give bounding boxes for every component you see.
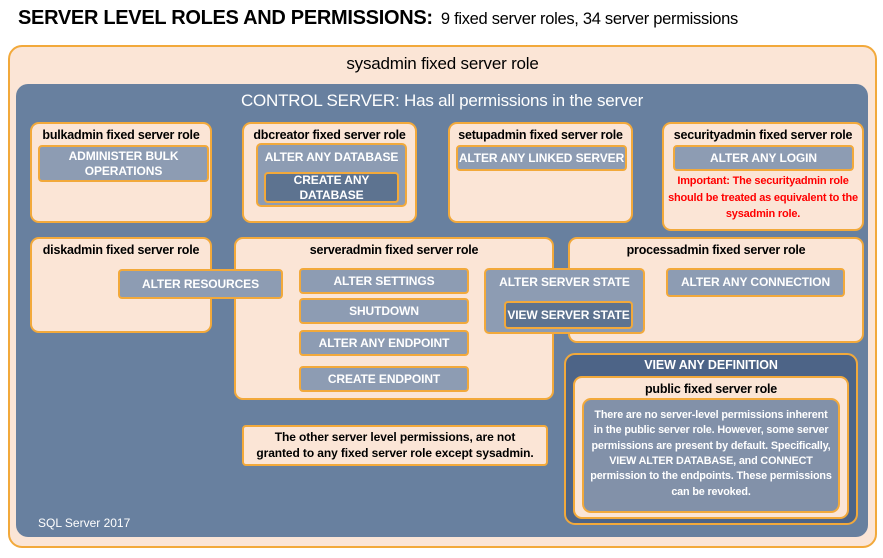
permission-shutdown: SHUTDOWN	[299, 298, 469, 324]
public-role-title: public fixed server role	[644, 382, 778, 396]
setupadmin-role-box: setupadmin fixed server role ALTER ANY L…	[448, 122, 633, 223]
securityadmin-role-title: securityadmin fixed server role	[673, 128, 853, 142]
dbcreator-role-box: dbcreator fixed server role ALTER ANY DA…	[242, 122, 417, 223]
serveradmin-role-title: serveradmin fixed server role	[309, 243, 479, 257]
page-title: SERVER LEVEL ROLES AND PERMISSIONS: 9 fi…	[18, 7, 738, 30]
permission-view-any-definition: VIEW ANY DEFINITION public fixed server …	[564, 353, 858, 525]
other-permissions-note: The other server level permissions, are …	[242, 425, 548, 466]
permission-alter-any-connection: ALTER ANY CONNECTION	[666, 268, 845, 297]
sysadmin-role-label: sysadmin fixed server role	[346, 54, 539, 73]
permission-alter-settings: ALTER SETTINGS	[299, 268, 469, 294]
permission-alter-any-database-label: ALTER ANY DATABASE	[264, 150, 399, 164]
permission-alter-any-endpoint: ALTER ANY ENDPOINT	[299, 330, 469, 356]
permission-alter-any-database: ALTER ANY DATABASE CREATE ANY DATABASE	[256, 143, 407, 207]
permission-create-endpoint: CREATE ENDPOINT	[299, 366, 469, 392]
permission-alter-resources: ALTER RESOURCES	[118, 269, 283, 299]
permission-alter-any-login: ALTER ANY LOGIN	[673, 145, 854, 171]
bulkadmin-role-title: bulkadmin fixed server role	[42, 128, 200, 142]
sql-server-version-label: SQL Server 2017	[38, 516, 131, 530]
permission-view-server-state: VIEW SERVER STATE	[504, 301, 633, 329]
page-title-main: SERVER LEVEL ROLES AND PERMISSIONS:	[18, 7, 433, 29]
setupadmin-role-title: setupadmin fixed server role	[458, 128, 623, 142]
securityadmin-warning-note: Important: The securityadmin role should…	[668, 175, 858, 220]
securityadmin-role-box: securityadmin fixed server role ALTER AN…	[662, 122, 864, 231]
permission-create-any-database: CREATE ANY DATABASE	[264, 172, 399, 203]
diskadmin-role-title: diskadmin fixed server role	[42, 243, 200, 257]
permission-alter-server-state: ALTER SERVER STATE VIEW SERVER STATE	[484, 268, 645, 334]
permission-alter-any-linked-server: ALTER ANY LINKED SERVER	[456, 145, 627, 171]
diskadmin-role-box: diskadmin fixed server role ALTER RESOUR…	[30, 237, 283, 333]
dbcreator-role-title: dbcreator fixed server role	[253, 128, 406, 142]
public-role-box: public fixed server role There are no se…	[573, 376, 849, 519]
permission-alter-server-state-label: ALTER SERVER STATE	[499, 275, 630, 289]
processadmin-role-title: processadmin fixed server role	[626, 243, 806, 257]
public-role-note: There are no server-level permissions in…	[582, 398, 840, 513]
permission-administer-bulk-operations: ADMINISTER BULK OPERATIONS	[38, 145, 209, 182]
page-title-sub: 9 fixed server roles, 34 server permissi…	[440, 10, 738, 28]
control-server-label: CONTROL SERVER: Has all permissions in t…	[240, 91, 644, 110]
permission-view-any-definition-label: VIEW ANY DEFINITION	[644, 358, 778, 372]
bulkadmin-role-box: bulkadmin fixed server role ADMINISTER B…	[30, 122, 212, 223]
